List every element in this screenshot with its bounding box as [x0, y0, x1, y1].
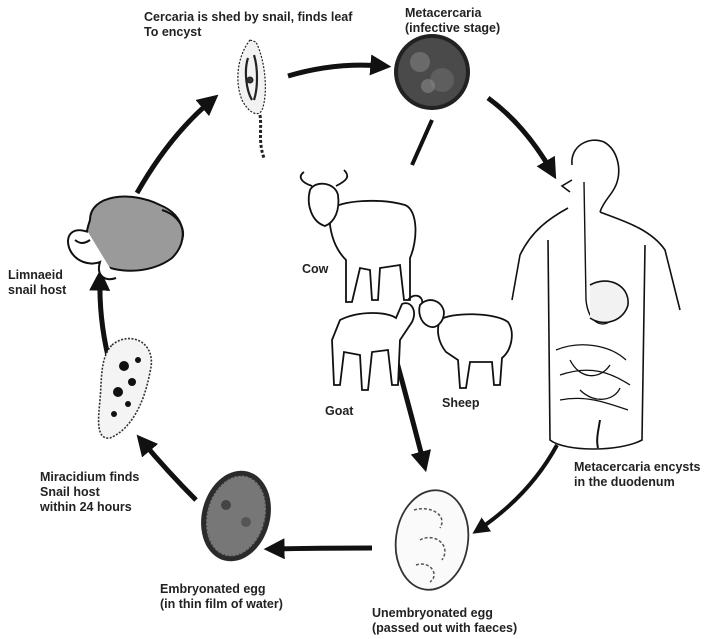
goat-illustration — [331, 294, 424, 391]
cow-illustration — [299, 169, 417, 303]
label-miracidium: Miracidium finds Snail host within 24 ho… — [40, 470, 140, 514]
human-illustration — [511, 139, 681, 450]
arrow-metacercaria-to-human — [486, 95, 557, 180]
label-metacercaria: Metacercaria (infective stage) — [405, 6, 501, 35]
arrow-snail-to-cercaria — [134, 94, 219, 195]
label-snail-host: Limnaeid snail host — [8, 268, 67, 297]
label-unembryonated-egg: Unembryonated egg (passed out with faece… — [372, 606, 518, 635]
label-cercaria: Cercaria is shed by snail, finds leaf To… — [144, 10, 353, 39]
miracidium-illustration — [97, 337, 153, 439]
arrow-unembryonated-to-embryonated-egg — [263, 538, 373, 560]
label-cow: Cow — [302, 262, 329, 276]
embryonated-egg-illustration — [201, 470, 271, 562]
label-duodenum: Metacercaria encysts in the duodenum — [574, 460, 701, 489]
snail-illustration — [67, 195, 184, 281]
metacercaria-cyst-illustration — [394, 34, 470, 110]
label-sheep: Sheep — [442, 396, 480, 410]
arrow-embryonated-egg-to-miracidium — [136, 434, 198, 502]
arrow-cercaria-to-metacercaria — [287, 54, 392, 79]
line-metacercaria-to-animals — [410, 119, 434, 166]
label-embryonated-egg: Embryonated egg (in thin film of water) — [160, 582, 283, 611]
sheep-illustration — [418, 299, 513, 389]
cercaria-illustration — [237, 39, 266, 159]
unembryonated-egg-illustration — [394, 489, 470, 591]
arrow-human-to-unembryonated-egg — [472, 444, 559, 534]
arrow-miracidium-to-snail — [89, 269, 111, 357]
label-goat: Goat — [325, 404, 354, 418]
